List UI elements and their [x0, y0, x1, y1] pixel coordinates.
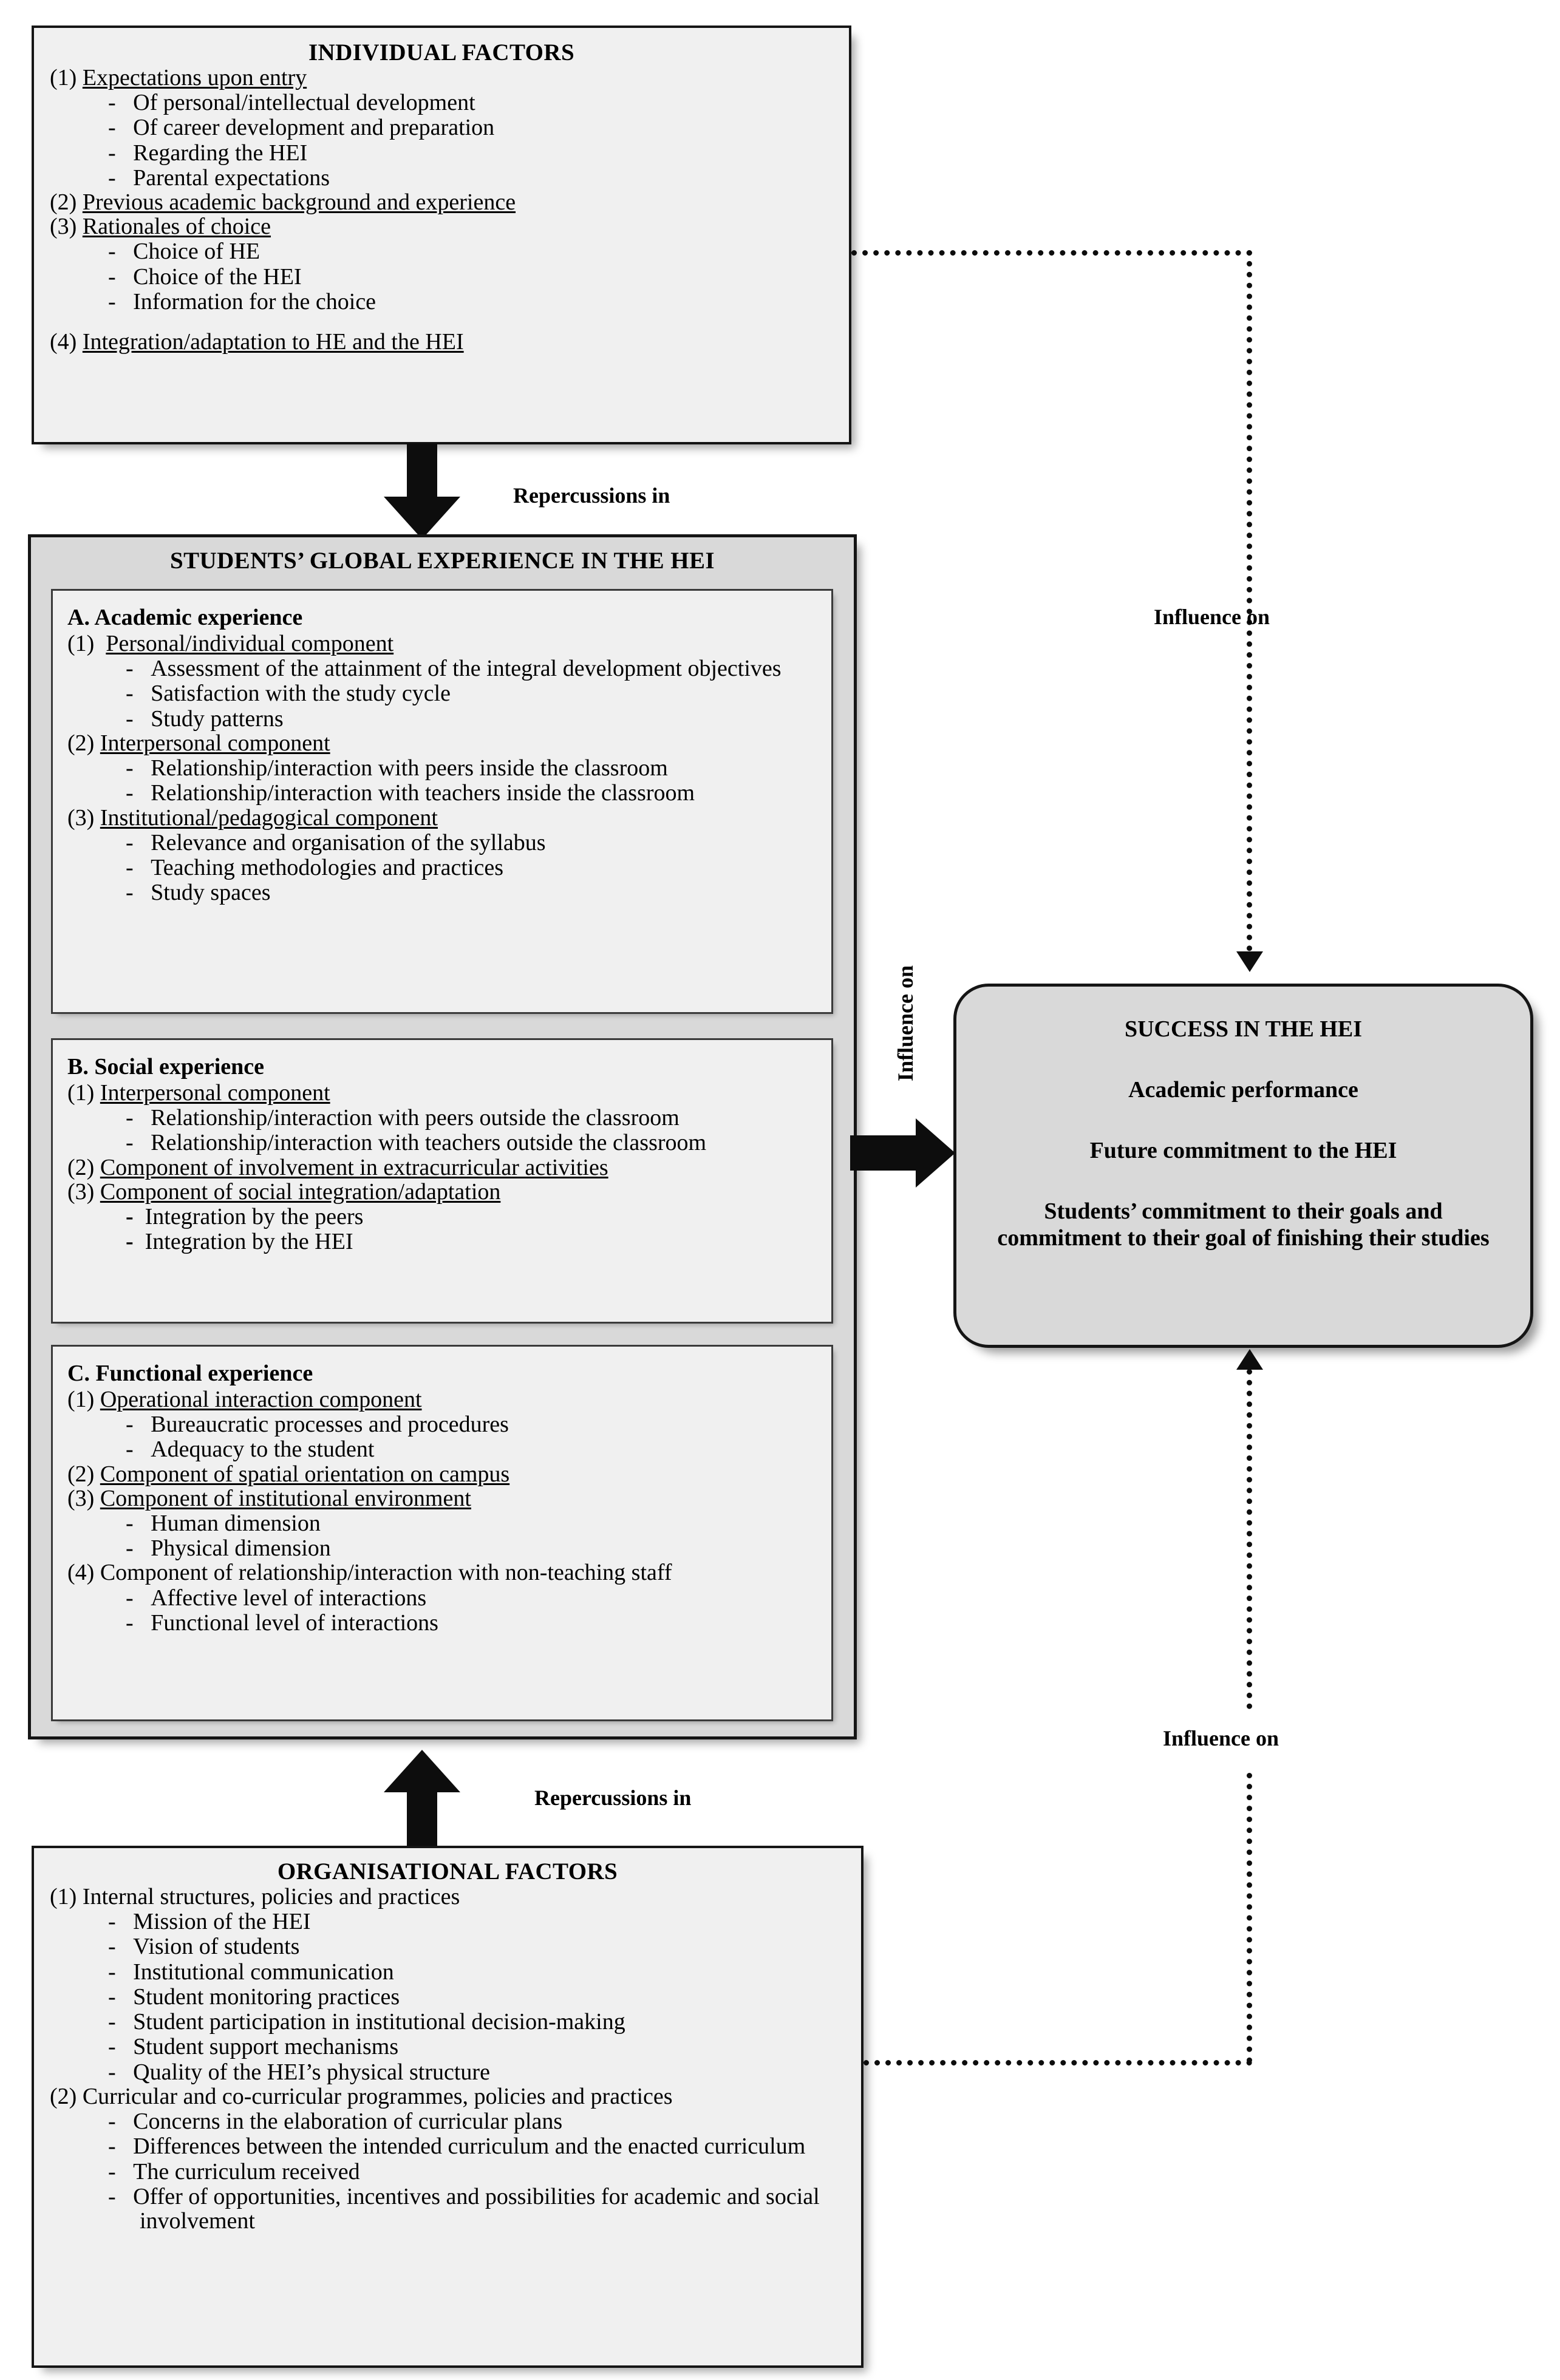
list-item: (2) Component of spatial orientation on … [67, 1461, 510, 1487]
list-item: Relationship/interaction with teachers i… [67, 781, 817, 806]
list-item: Study patterns [67, 706, 817, 731]
influence-right-arrow [850, 1117, 956, 1189]
functional-experience-heading: C. Functional experience [67, 1361, 313, 1386]
success-line-2: Future commitment to the HEI [1089, 1138, 1397, 1164]
list-item: Differences between the intended curricu… [50, 2134, 844, 2159]
arrowhead-up-icon [1236, 1349, 1263, 1370]
spacer [50, 314, 833, 330]
list-item: Of personal/intellectual development [50, 90, 833, 115]
list-item: Teaching methodologies and practices [67, 855, 817, 880]
dotted-line-bottom-horizontal [863, 2060, 1252, 2066]
list-item: Information for the choice [50, 290, 833, 314]
repercussions-up-arrow [383, 1749, 462, 1849]
list-item: Institutional communication [50, 1959, 845, 1984]
list-item: Vision of students [50, 1934, 845, 1959]
list-item: (4) Integration/adaptation to HE and the… [50, 329, 464, 355]
list-item: Concerns in the elaboration of curricula… [50, 2109, 845, 2134]
list-item: Relevance and organisation of the syllab… [67, 830, 817, 855]
list-item: Functional level of interactions [67, 1611, 817, 1636]
success-title: SUCCESS IN THE HEI [1124, 1016, 1363, 1042]
spacer [983, 1042, 1504, 1076]
list-item: Relationship/interaction with teachers o… [67, 1130, 817, 1155]
functional-experience-list: (1) Operational interaction component Bu… [67, 1387, 817, 1636]
global-experience-title: STUDENTS’ GLOBAL EXPERIENCE IN THE HEI [170, 548, 715, 574]
list-item: (4) Component of relationship/interactio… [67, 1560, 672, 1586]
list-item: Integration by the peers [67, 1205, 817, 1229]
list-item: (3) Institutional/pedagogical component [67, 804, 438, 831]
list-item: Student participation in institutional d… [50, 2010, 845, 2035]
success-line-3: Students’ commitment to their goals and … [997, 1198, 1490, 1251]
list-item: (2) Curricular and co-curricular program… [50, 2083, 673, 2109]
list-item: (1) Interpersonal component [67, 1080, 330, 1106]
dotted-line-top-vertical [1247, 250, 1252, 951]
success-box: SUCCESS IN THE HEI Academic performance … [953, 984, 1533, 1348]
list-item: (3) Component of institutional environme… [67, 1485, 471, 1511]
list-item: Regarding the HEI [50, 140, 833, 165]
repercussions-down-arrow [383, 443, 462, 540]
list-item: The curriculum received [50, 2159, 845, 2184]
list-item: (2) Component of involvement in extracur… [67, 1154, 608, 1180]
list-item: Offer of opportunities, incentives and p… [50, 2184, 856, 2234]
list-item: Choice of HE [50, 239, 833, 264]
list-item: Study spaces [67, 880, 817, 905]
list-item: Relationship/interaction with peers insi… [67, 756, 817, 781]
list-item: Relationship/interaction with peers outs… [67, 1106, 817, 1130]
list-item: Affective level of interactions [67, 1585, 817, 1610]
list-item: Mission of the HEI [50, 1909, 845, 1934]
success-line-1: Academic performance [1128, 1077, 1358, 1103]
list-item: (3) Rationales of choice [50, 214, 271, 240]
repercussions-bottom-label: Repercussions in [534, 1786, 692, 1810]
dotted-line-bottom-vertical-lower [1247, 1773, 1252, 2063]
organisational-factors-box: ORGANISATIONAL FACTORS (1) Internal stru… [32, 1846, 863, 2368]
academic-experience-box: A. Academic experience (1) Personal/indi… [51, 589, 833, 1014]
list-item: Parental expectations [50, 166, 833, 191]
influence-bottom-right-label: Influence on [1163, 1726, 1279, 1750]
list-item: Student monitoring practices [50, 1985, 845, 2010]
individual-factors-list: (1) Expectations upon entry Of personal/… [50, 66, 833, 354]
influence-middle-label: Influence on [893, 965, 918, 1082]
list-item: (1) Personal/individual component [67, 631, 394, 656]
social-experience-box: B. Social experience (1) Interpersonal c… [51, 1038, 833, 1324]
list-item: Of career development and preparation [50, 115, 833, 140]
list-item: Bureaucratic processes and procedures [67, 1412, 817, 1437]
social-experience-heading: B. Social experience [67, 1054, 264, 1080]
list-item: (1) Operational interaction component [67, 1387, 422, 1412]
list-item: Quality of the HEI’s physical structure [50, 2059, 845, 2084]
list-item: Choice of the HEI [50, 264, 833, 289]
influence-top-right-label: Influence on [1154, 605, 1270, 629]
repercussions-top-label: Repercussions in [513, 483, 670, 508]
academic-experience-list: (1) Personal/individual component Assess… [67, 631, 817, 905]
list-item: Student support mechanisms [50, 2035, 845, 2059]
organisational-factors-list: (1) Internal structures, policies and pr… [50, 1885, 845, 2233]
organisational-factors-title: ORGANISATIONAL FACTORS [277, 1858, 618, 1885]
list-item: (1) Expectations upon entry [50, 65, 307, 90]
list-item: (1) Internal structures, policies and pr… [50, 1884, 460, 1909]
social-experience-list: (1) Interpersonal component Relationship… [67, 1081, 817, 1254]
list-item: Adequacy to the student [67, 1437, 817, 1462]
list-item: (2) Interpersonal component [67, 730, 330, 756]
dotted-line-top-horizontal [851, 250, 1252, 256]
list-item: Assessment of the attainment of the inte… [67, 656, 850, 681]
list-item: Human dimension [67, 1511, 817, 1536]
spacer [983, 1103, 1504, 1137]
list-item: (3) Component of social integration/adap… [67, 1178, 501, 1205]
academic-experience-heading: A. Academic experience [67, 605, 303, 630]
list-item: Satisfaction with the study cycle [67, 681, 817, 706]
list-item: Integration by the HEI [67, 1229, 817, 1254]
individual-factors-box: INDIVIDUAL FACTORS (1) Expectations upon… [32, 25, 851, 444]
list-item: Physical dimension [67, 1536, 817, 1561]
individual-factors-title: INDIVIDUAL FACTORS [308, 39, 575, 66]
spacer [983, 1164, 1504, 1198]
functional-experience-box: C. Functional experience (1) Operational… [51, 1345, 833, 1721]
arrowhead-down-icon [1236, 951, 1263, 972]
list-item: (2) Previous academic background and exp… [50, 189, 516, 216]
dotted-line-bottom-vertical-upper [1247, 1369, 1252, 1709]
